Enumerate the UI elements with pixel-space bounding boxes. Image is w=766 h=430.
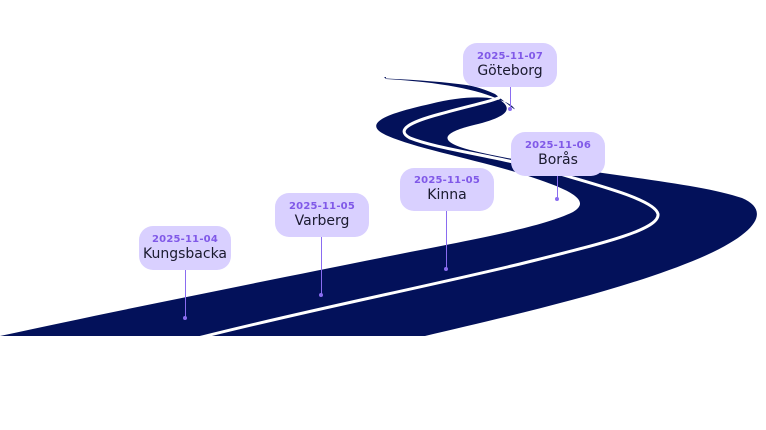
stop-date: 2025-11-04 — [152, 233, 218, 245]
stop-marker-kungsbacka[interactable]: 2025-11-04 Kungsbacka — [139, 226, 231, 270]
road — [0, 77, 757, 336]
pin-dot — [319, 293, 323, 297]
pin-line — [321, 237, 322, 295]
pin-line — [446, 211, 447, 269]
pin-dot — [508, 107, 512, 111]
stop-marker-kinna[interactable]: 2025-11-05 Kinna — [400, 168, 494, 211]
stop-date: 2025-11-07 — [477, 50, 543, 62]
stop-city: Varberg — [294, 212, 350, 229]
pin-line — [510, 87, 511, 109]
pin-dot — [444, 267, 448, 271]
pin-line — [185, 270, 186, 318]
stop-city: Borås — [538, 151, 578, 168]
stop-date: 2025-11-06 — [525, 139, 591, 151]
pin-dot — [183, 316, 187, 320]
stop-marker-goteborg[interactable]: 2025-11-07 Göteborg — [463, 43, 557, 87]
stop-date: 2025-11-05 — [289, 200, 355, 212]
stop-date: 2025-11-05 — [414, 175, 480, 186]
stop-marker-boras[interactable]: 2025-11-06 Borås — [511, 132, 605, 176]
pin-line — [557, 176, 558, 199]
stop-city: Kinna — [427, 187, 467, 203]
stop-city: Göteborg — [477, 62, 543, 79]
stop-marker-varberg[interactable]: 2025-11-05 Varberg — [275, 193, 369, 237]
stop-city: Kungsbacka — [143, 245, 228, 262]
pin-dot — [555, 197, 559, 201]
